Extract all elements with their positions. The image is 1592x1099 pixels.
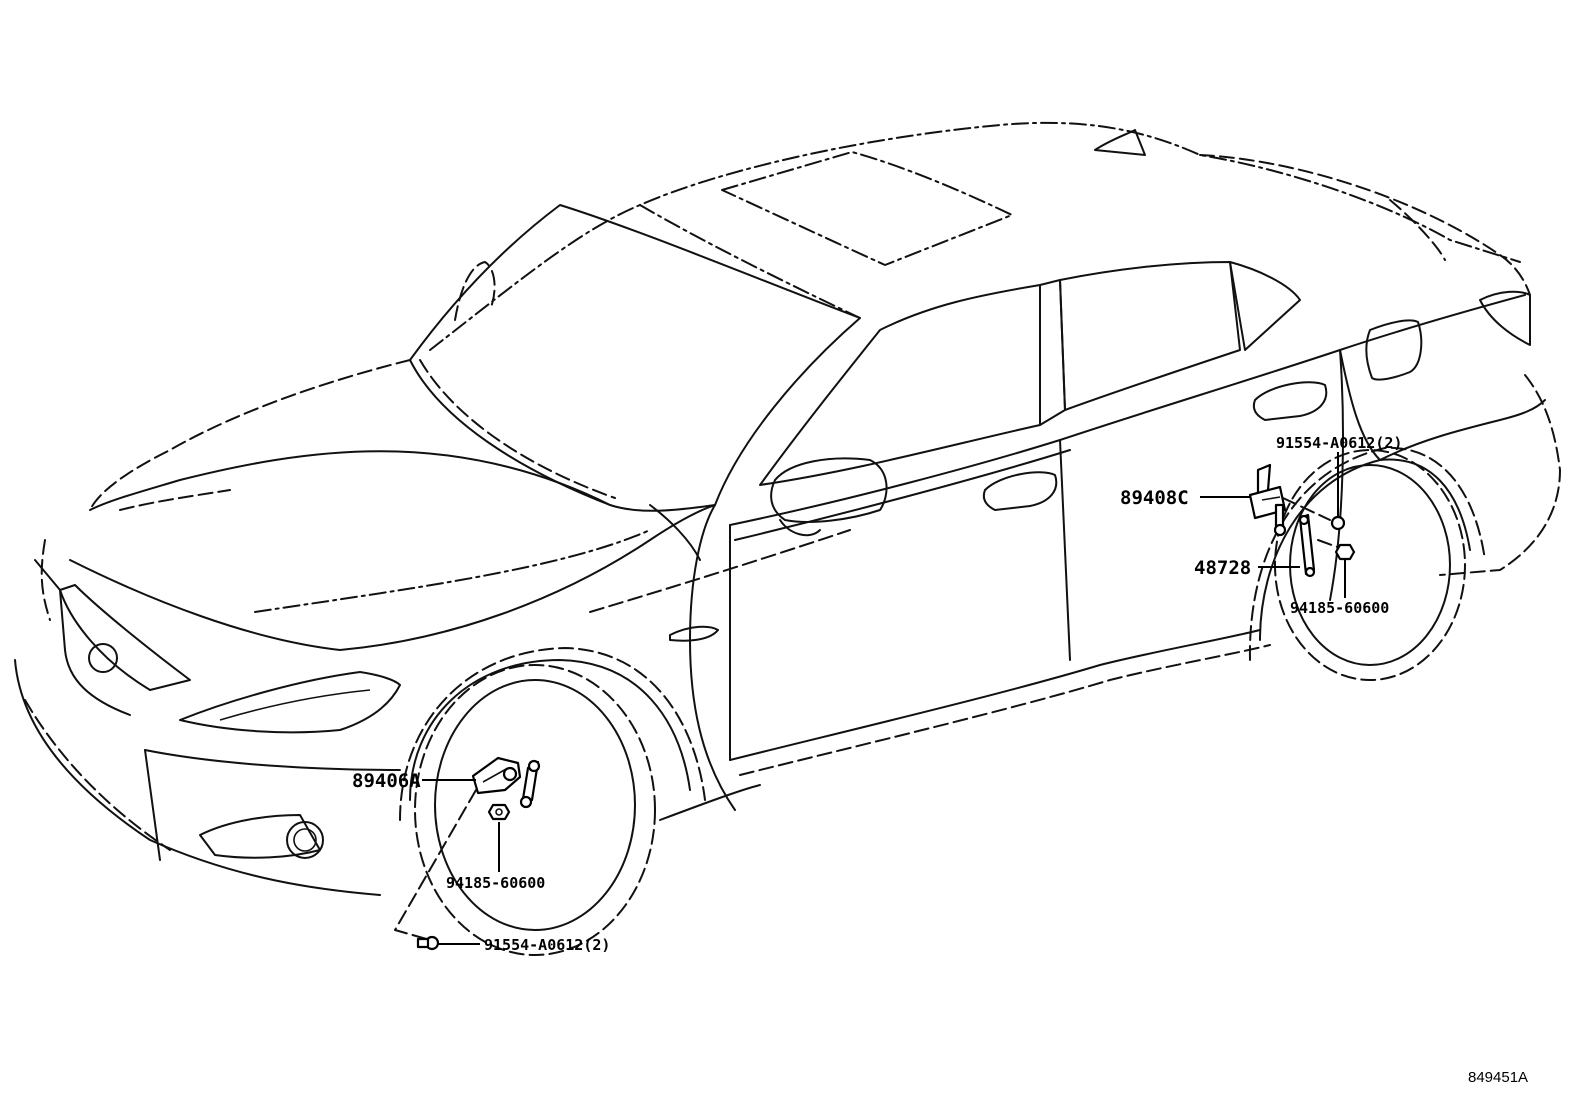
- figure-reference: 849451A: [1468, 1069, 1528, 1086]
- label-front-bolt: 91554-A0612(2): [484, 936, 610, 954]
- rear-sensor-part[interactable]: [1248, 463, 1346, 537]
- rear-wheel: [1248, 446, 1486, 681]
- leader-lines: [422, 452, 1346, 945]
- rear-link-part[interactable]: [1298, 513, 1356, 578]
- label-front-nut: 94185-60600: [446, 874, 545, 892]
- label-rear-sensor: 89408C: [1120, 487, 1189, 509]
- label-rear-bolt: 91554-A0612(2): [1276, 434, 1402, 452]
- label-rear-nut: 94185-60600: [1290, 599, 1389, 617]
- front-sensor-part[interactable]: [394, 756, 541, 951]
- label-front-sensor: 89406A: [352, 770, 421, 792]
- vehicle-outline: [14, 121, 1561, 896]
- front-wheel: [399, 647, 706, 956]
- label-rear-link: 48728: [1194, 557, 1251, 579]
